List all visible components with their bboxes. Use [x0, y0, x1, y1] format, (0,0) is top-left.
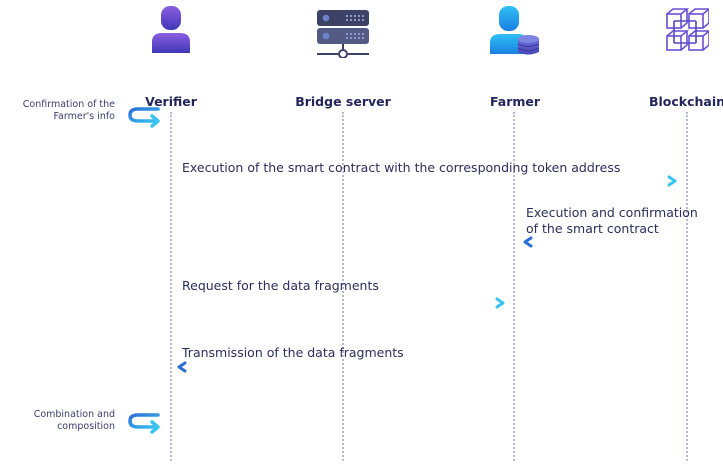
message-label-1: Execution of the smart contract with the… — [182, 160, 621, 175]
lifeline-blockchain — [686, 112, 688, 461]
self-action-label-2: Combination and composition — [33, 409, 115, 432]
self-action-label-1: Confirmation of the Farmer's info — [22, 99, 115, 122]
lifeline-farmer — [513, 112, 515, 461]
actor-label: Verifier — [145, 94, 197, 109]
user-database-icon — [490, 6, 540, 60]
self-action-arrow-1 — [128, 107, 160, 128]
message-arrow-2 — [523, 236, 675, 248]
lifeline-verifier — [170, 112, 172, 461]
message-label-2: Execution and confirmation of the smart … — [526, 205, 698, 236]
message-arrow-4 — [177, 361, 503, 373]
message-label-3: Request for the data fragments — [182, 278, 379, 293]
actor-label: Blockchain — [648, 94, 723, 109]
user-icon — [150, 6, 192, 58]
server-icon — [316, 6, 370, 62]
actor-label: Farmer — [489, 94, 541, 109]
self-action-arrow-2 — [128, 413, 160, 434]
lifeline-bridge-server — [342, 112, 344, 461]
message-arrow-1 — [181, 175, 677, 187]
message-arrow-3 — [181, 297, 505, 309]
actor-label: Bridge server — [295, 94, 391, 109]
message-label-4: Transmission of the data fragments — [182, 345, 404, 360]
